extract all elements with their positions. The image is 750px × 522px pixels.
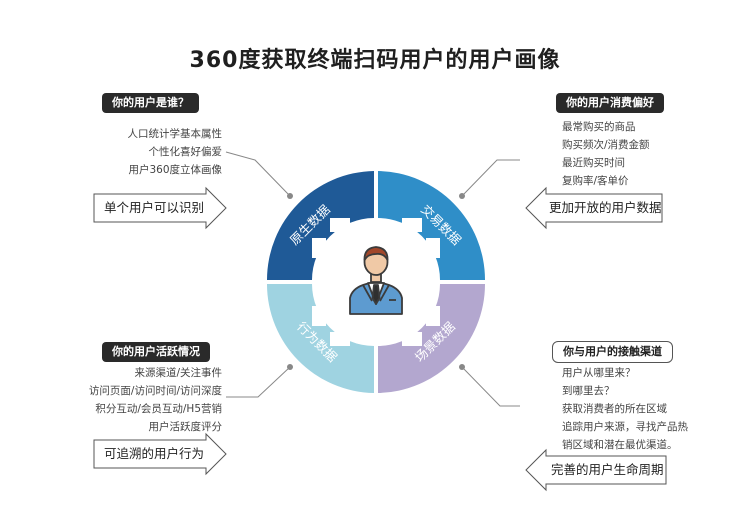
- panel-list-top-left: 人口统计学基本属性 个性化喜好偏爱 用户360度立体画像: [74, 125, 223, 179]
- panel-list-bottom-left: 来源渠道/关注事件 访问页面/访问时间/访问深度 积分互动/会员互动/H5营销 …: [40, 364, 222, 436]
- connector-dot-bottom-left: [287, 364, 293, 370]
- list-item: 销区域和潜在最优渠道。: [562, 439, 678, 451]
- result-text-bottom-left: 可追溯的用户行为: [104, 446, 205, 461]
- list-item: 来源渠道/关注事件: [134, 367, 222, 379]
- list-item: 最常购买的商品: [562, 121, 636, 133]
- arrow-box-top-left: [93, 186, 227, 230]
- list-item: 用户活跃度评分: [148, 421, 223, 433]
- connector-dot-top-right: [459, 193, 465, 199]
- list-item: 最近购买时间: [562, 157, 625, 169]
- panel-heading-bottom-left: 你的用户活跃情况: [102, 342, 210, 362]
- arrow-box-top-right: [525, 186, 663, 230]
- connector-dot-top-left: [287, 193, 293, 199]
- page-title: 360度获取终端扫码用户的用户画像: [189, 48, 561, 73]
- businessman-avatar-icon: [349, 246, 403, 315]
- quadrant-top-left: [267, 171, 374, 280]
- list-item: 获取消费者的所在区域: [562, 403, 667, 415]
- quadrant-top-right: [378, 171, 485, 280]
- list-item: 追踪用户来源，寻找产品热: [562, 421, 688, 433]
- list-item: 用户从哪里来？: [562, 367, 636, 379]
- result-text-top-left: 单个用户可以识别: [104, 200, 205, 215]
- list-item: 用户360度立体画像: [128, 164, 222, 176]
- list-item: 人口统计学基本属性: [127, 128, 223, 140]
- panel-heading-bottom-right: 你与用户的接触渠道: [552, 341, 673, 363]
- arrow-box-bottom-right: [525, 448, 667, 492]
- panel-list-bottom-right: 用户从哪里来？ 到哪里去？ 获取消费者的所在区域 追踪用户来源，寻找产品热 销区…: [562, 364, 732, 454]
- panel-list-top-right: 最常购买的商品 购买频次/消费金额 最近购买时间 复购率/客单价: [562, 118, 712, 190]
- quadrant-bottom-right: [378, 284, 485, 393]
- list-item: 到哪里去？: [562, 385, 615, 397]
- list-item: 个性化喜好偏爱: [148, 146, 223, 158]
- arrow-box-bottom-left: [93, 432, 227, 476]
- connector-top-right: [461, 159, 520, 197]
- connector-lines: [225, 151, 520, 407]
- connector-dot-bottom-right: [459, 364, 465, 370]
- list-item: 积分互动/会员互动/H5营销: [95, 403, 222, 415]
- connector-dots: [287, 193, 465, 370]
- ring-notches: [312, 218, 440, 346]
- panel-heading-top-left: 你的用户是谁？: [102, 93, 199, 113]
- result-text-top-right: 更加开放的用户数据: [549, 200, 662, 215]
- list-item: 访问页面/访问时间/访问深度: [88, 385, 222, 397]
- list-item: 复购率/客单价: [562, 175, 629, 187]
- result-text-bottom-right: 完善的用户生命周期: [551, 462, 664, 477]
- quadrant-bottom-left: [267, 284, 374, 393]
- connector-bottom-left: [226, 366, 291, 398]
- connector-top-left: [225, 151, 291, 197]
- list-item: 购买频次/消费金额: [562, 139, 650, 151]
- panel-heading-top-right: 你的用户消费偏好: [556, 93, 664, 113]
- connector-bottom-right: [461, 366, 520, 407]
